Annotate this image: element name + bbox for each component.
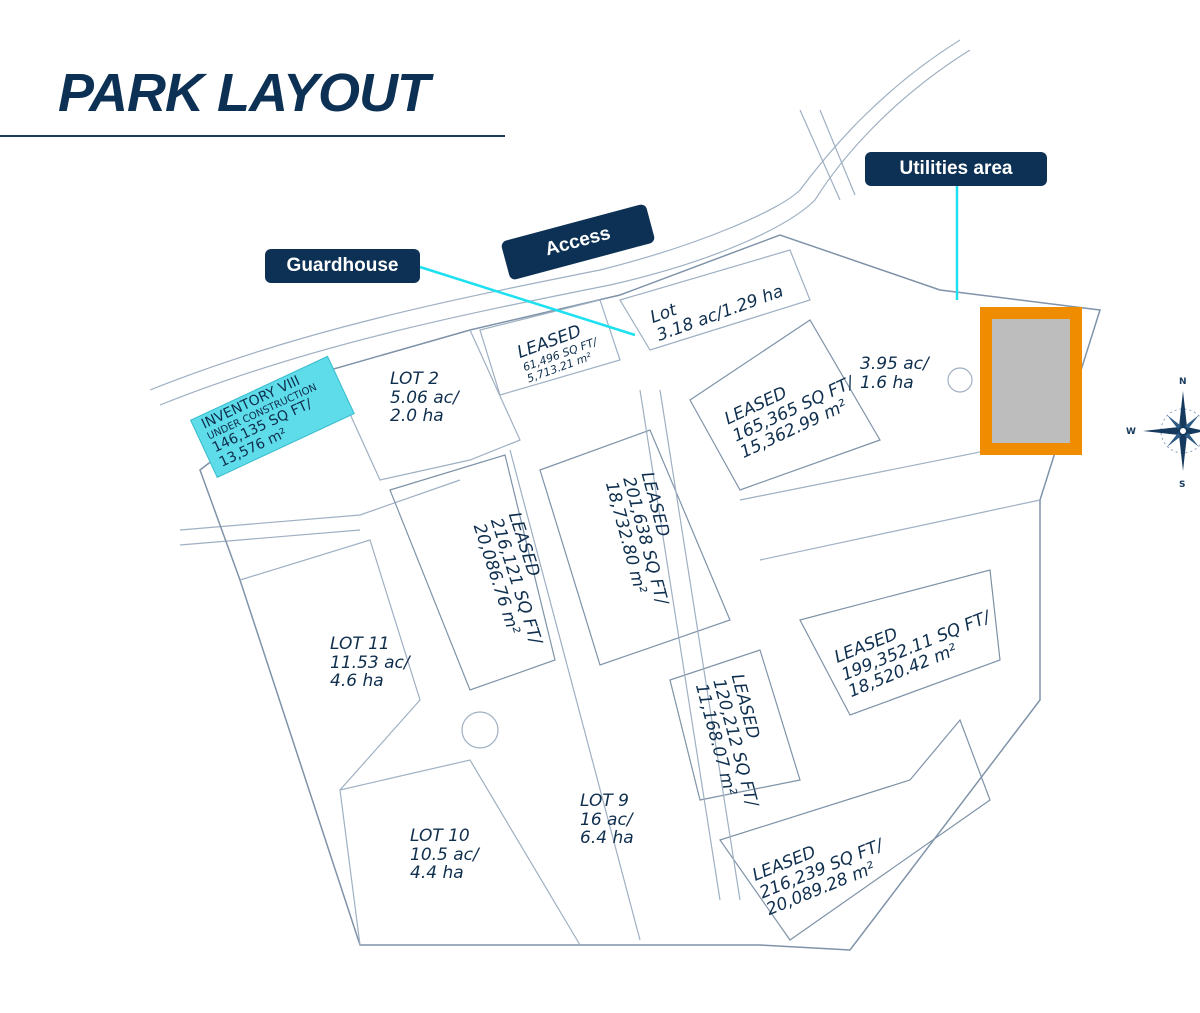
parcel-lot-9[interactable]: LOT 9 16 ac/ 6.4 ha (580, 792, 634, 848)
parcel-name: LOT 11 (330, 634, 390, 654)
parcel-acres: 5.06 ac/ (390, 387, 459, 408)
parcel-lot-east[interactable]: 3.95 ac/ 1.6 ha (860, 355, 929, 392)
utilities-callout: Utilities area (865, 152, 1047, 186)
compass-w: W (1126, 427, 1136, 437)
parcel-name: LOT 10 (410, 826, 470, 846)
parcel-acres: 3.95 ac/ (860, 354, 929, 374)
title-divider (0, 135, 505, 137)
parcel-hectares: 2.0 ha (390, 406, 444, 427)
parcel-hectares: 6.4 ha (580, 828, 634, 849)
parcel-name: LOT 2 (390, 369, 439, 389)
parcel-lot-10[interactable]: LOT 10 10.5 ac/ 4.4 ha (410, 827, 479, 883)
parcel-hectares: 1.6 ha (860, 372, 914, 393)
guardhouse-leader-line (419, 265, 636, 337)
compass-s: S (1179, 480, 1185, 490)
guardhouse-callout: Guardhouse (265, 249, 420, 283)
parcel-hectares: 4.6 ha (330, 671, 384, 692)
page-title: PARK LAYOUT (58, 63, 430, 123)
parcel-hectares: 4.4 ha (410, 863, 464, 884)
parcel-acres: 10.5 ac/ (410, 844, 479, 865)
parcel-lot-11[interactable]: LOT 11 11.53 ac/ 4.6 ha (330, 635, 410, 691)
highlighted-utilities-marker[interactable] (980, 307, 1082, 455)
parcel-name: LOT 9 (580, 791, 629, 811)
compass-rose-icon: N W S (1125, 375, 1200, 499)
parcel-lot-2[interactable]: LOT 2 5.06 ac/ 2.0 ha (390, 370, 459, 426)
parcel-acres: 16 ac/ (580, 809, 633, 830)
parcel-acres: 11.53 ac/ (330, 652, 410, 673)
compass-n: N (1179, 377, 1187, 387)
